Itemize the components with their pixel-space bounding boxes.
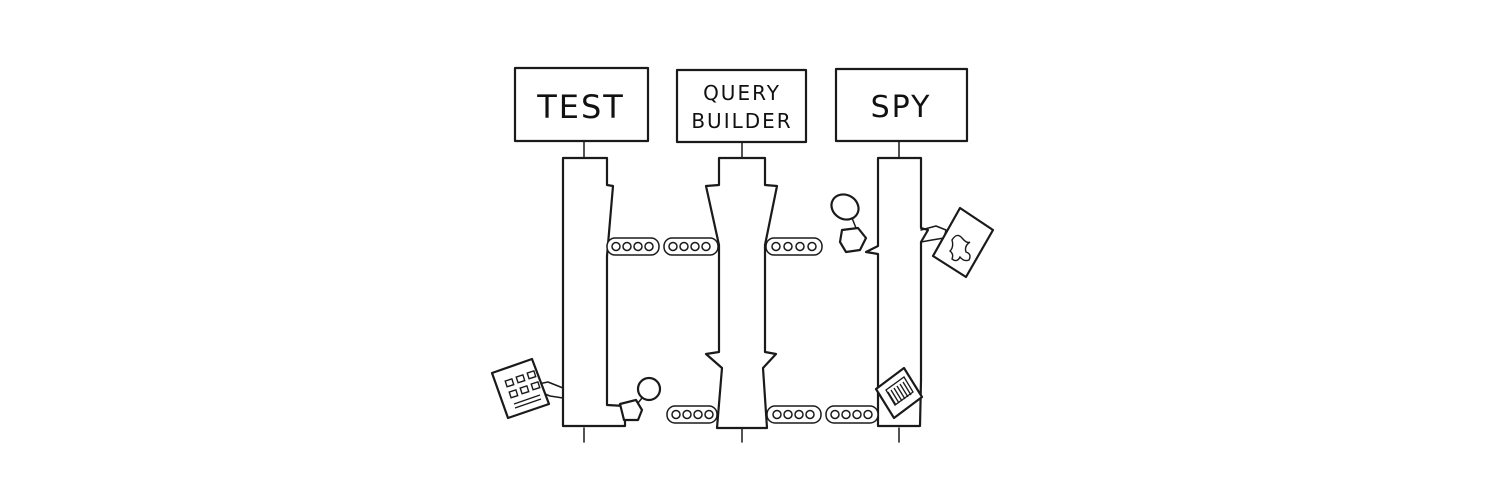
activation-bar-query-builder <box>704 156 779 430</box>
magnifier-icon <box>830 193 868 254</box>
activation-bar-test <box>561 156 627 428</box>
magnifier-icon <box>618 376 662 422</box>
conveyor-belt-icon <box>666 405 879 424</box>
document-icon <box>490 357 564 420</box>
actor-box-test: TEST <box>513 66 650 143</box>
actor-box-query-builder: QUERY BUILDER <box>675 68 808 144</box>
lifeline-stems <box>583 140 900 443</box>
hand-icon <box>618 398 644 422</box>
hand-icon <box>838 226 868 254</box>
document-icon <box>874 366 924 420</box>
actor-label-query-builder-line2: BUILDER <box>691 109 792 133</box>
actor-box-spy: SPY <box>834 67 969 143</box>
actor-label-spy: SPY <box>871 90 932 125</box>
activation-bar-spy <box>864 156 930 428</box>
actor-label-query-builder-line1: QUERY <box>703 81 781 105</box>
document-icon <box>920 206 995 279</box>
conveyor-belt-icon <box>606 237 823 256</box>
actor-label-test: TEST <box>536 88 625 126</box>
